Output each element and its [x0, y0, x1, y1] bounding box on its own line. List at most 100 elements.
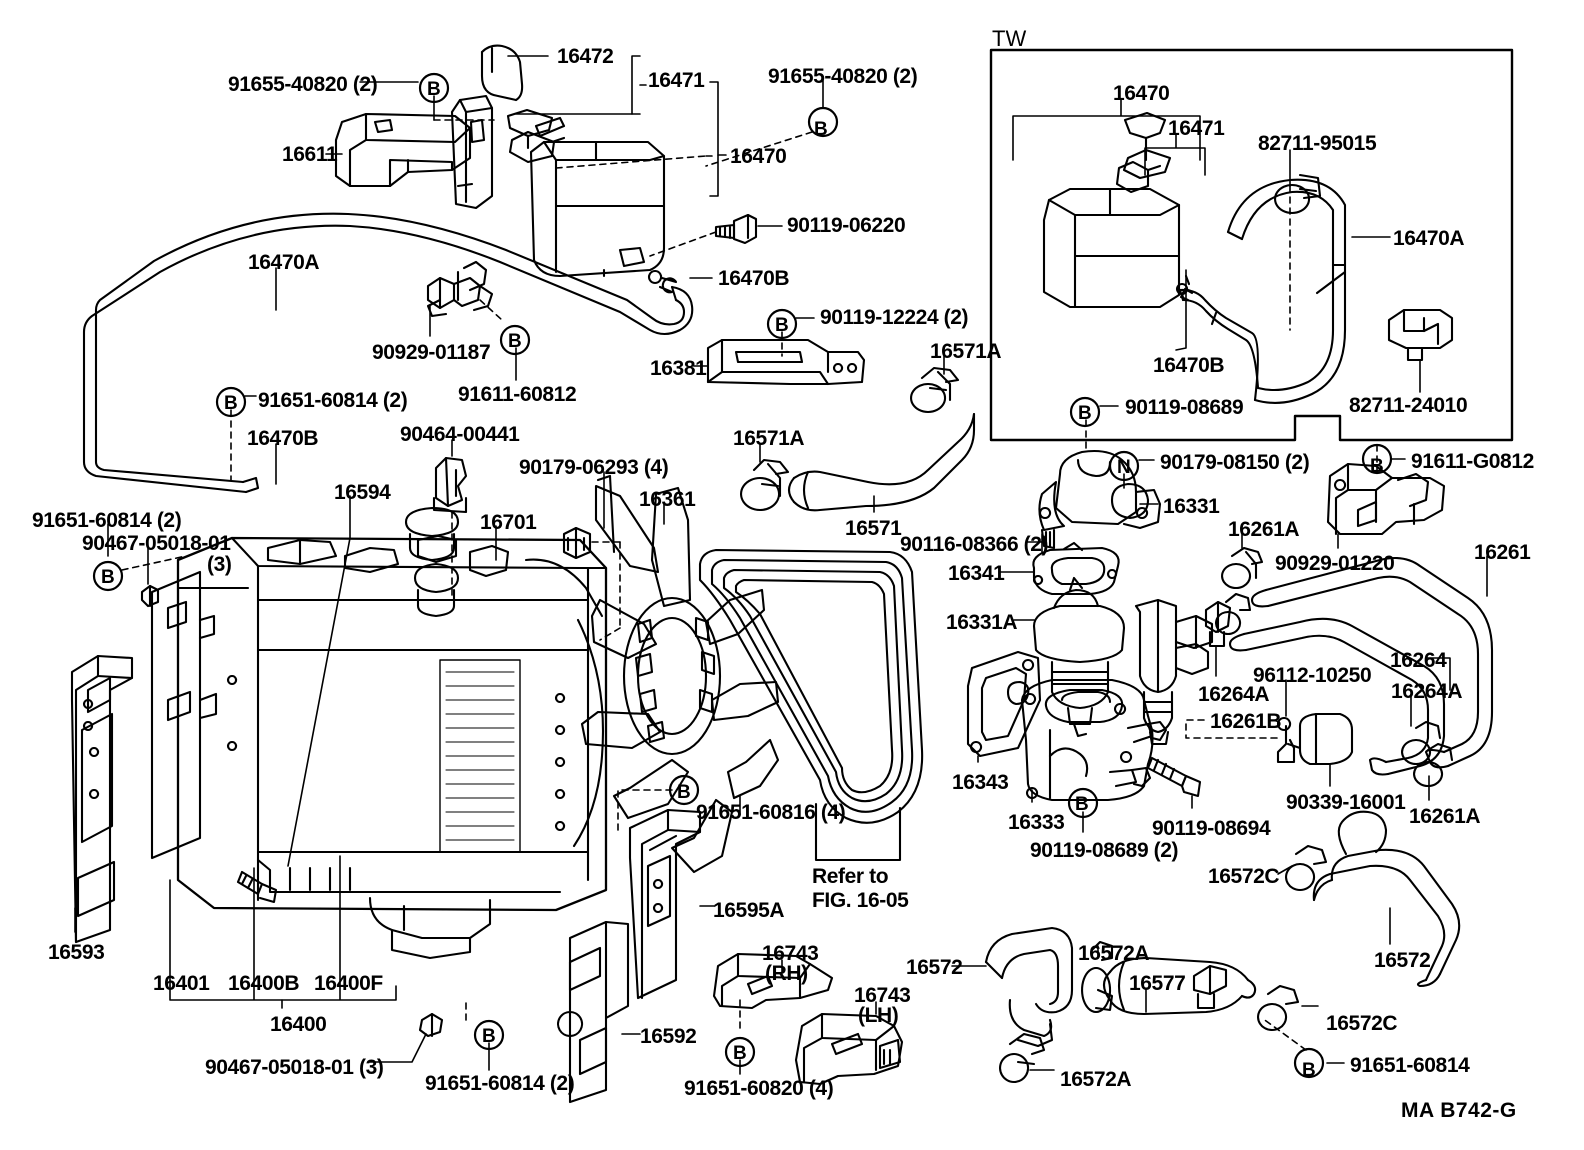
cooling-fan-16361 [580, 484, 780, 874]
part-label-16264a-left: 16264A [1198, 683, 1270, 706]
fan-belt [698, 548, 924, 862]
callout-bubble-b-7: B [677, 782, 691, 803]
radiator-side-support-16594 [150, 570, 218, 860]
hose-clamp-16571a-top [910, 366, 960, 414]
callout-bubble-b-8: B [1078, 403, 1092, 424]
inset-label-16470: 16470 [1113, 82, 1170, 105]
water-outlet-16331 [1038, 449, 1162, 550]
tw-reservoir-cap [1115, 111, 1172, 194]
hose-clip-90929-01187 [426, 260, 494, 318]
callout-bubble-b-9: B [1370, 456, 1384, 477]
inset-label-82711-24010: 82711-24010 [1349, 394, 1468, 417]
part-label-90116-08366: 90116-08366 (2) [900, 533, 1049, 556]
tw-hose-clamp-bracket [1387, 308, 1454, 362]
clip-16470b-tank [648, 269, 678, 294]
tw-inset-frame [989, 48, 1514, 442]
part-label-16472: 16472 [557, 45, 614, 68]
part-label-16400: 16400 [270, 1013, 327, 1036]
hose-support-bracket [1192, 964, 1228, 1010]
part-label-16577: 16577 [1129, 972, 1186, 995]
part-label-90119-08689-a: 90119-08689 [1125, 396, 1244, 419]
thermostat-16331a [1032, 576, 1126, 738]
inset-label-82711-95015: 82711-95015 [1258, 132, 1377, 155]
inset-label-16470a: 16470A [1393, 227, 1465, 250]
diagram-code: MA B742-G [1401, 1099, 1517, 1122]
part-label-16743-rh-side: (RH) [765, 962, 808, 985]
bracket-16592 [557, 920, 630, 1104]
part-label-16594: 16594 [334, 481, 391, 504]
part-label-90179-06293: 90179-06293 (4) [519, 456, 669, 479]
inset-tag-tw: TW [992, 26, 1027, 51]
gasket-16341 [1032, 541, 1120, 596]
lower-hose-16572-right [1312, 810, 1461, 988]
part-label-90119-06220: 90119-06220 [787, 214, 906, 237]
part-label-16261a-top: 16261A [1228, 518, 1300, 541]
part-label-16572a-bottom: 16572A [1060, 1068, 1132, 1091]
part-label-91651-60816: 91651-60816 (4) [696, 801, 846, 824]
part-label-16572a-top: 16572A [1078, 942, 1150, 965]
part-label-16595a: 16595A [713, 899, 785, 922]
part-label-16743-rh: 16743 [762, 942, 819, 965]
part-label-90929-01187: 90929-01187 [372, 341, 491, 364]
part-label-16343: 16343 [952, 771, 1009, 794]
refer-note-line2: FIG. 16-05 [812, 889, 909, 912]
callout-bubble-circles [92, 72, 1393, 1079]
radiator-core-16400 [176, 506, 608, 960]
refer-note-line1: Refer to [812, 865, 889, 888]
part-label-16381: 16381 [650, 357, 707, 380]
part-label-16571a-low: 16571A [733, 427, 805, 450]
hose-clamp-16261a-upper [1221, 546, 1264, 589]
clip-96112-10250 [1276, 716, 1302, 764]
part-label-96112-10250: 96112-10250 [1253, 664, 1372, 687]
inset-label-16470b: 16470B [1153, 354, 1225, 377]
part-label-16261b: 16261B [1210, 710, 1282, 733]
bypass-pipe-16261b [1134, 598, 1214, 746]
hose-clamp-16572c-bottom [1257, 984, 1300, 1031]
part-label-16261: 16261 [1474, 541, 1531, 564]
part-label-16470b: 16470B [718, 267, 790, 290]
callout-bubble-b-1: B [427, 79, 441, 100]
part-label-16261a-bottom: 16261A [1409, 805, 1481, 828]
fan-shroud [524, 474, 616, 848]
part-label-91611-g0812: 91611-G0812 [1411, 450, 1534, 473]
part-label-90467-05018-01-b: 90467-05018-01 (3) [205, 1056, 384, 1079]
callout-bubble-b-5: B [224, 393, 238, 414]
coolant-hose-16470a [82, 212, 694, 494]
part-label-16572c-top: 16572C [1208, 865, 1280, 888]
part-label-16361: 16361 [639, 488, 696, 511]
bracket-16593 [70, 654, 134, 944]
callout-bubble-b-11: B [482, 1026, 496, 1047]
callout-bubble-b-13: B [1302, 1060, 1316, 1081]
part-label-16471: 16471 [648, 69, 705, 92]
screw-lower-left [236, 870, 278, 904]
radiator-hose-16571 [787, 412, 976, 512]
heater-hose-16264 [1228, 617, 1446, 776]
part-label-90119-08694: 90119-08694 [1152, 817, 1271, 840]
part-label-16470: 16470 [730, 145, 787, 168]
part-label-90119-08689-b: 90119-08689 (2) [1030, 839, 1179, 862]
grommet-90179-06293 [562, 526, 592, 560]
part-label-16572c-bottom: 16572C [1326, 1012, 1398, 1035]
part-label-91655-40820: 91655-40820 (2) [228, 73, 378, 96]
bracket-90929-01220 [1326, 462, 1446, 536]
hose-clamp-16571a-low [740, 458, 790, 511]
part-label-91651-60820: 91651-60820 (4) [684, 1077, 834, 1100]
bolt-90119-06220 [714, 213, 758, 245]
part-label-16400b: 16400B [228, 972, 300, 995]
part-label-16611: 16611 [282, 143, 338, 166]
tw-reservoir-tank [1042, 187, 1181, 309]
part-label-16743-lh: 16743 [854, 984, 911, 1007]
callout-bubble-b-6: B [101, 567, 115, 588]
heater-hose-16261 [1250, 556, 1494, 769]
part-label-90467-05018-01-a: 90467-05018-01 [82, 532, 231, 555]
hose-16472 [480, 44, 524, 102]
part-label-16701: 16701 [480, 511, 537, 534]
bracket-16595a [628, 808, 702, 1000]
bracket-16743-rh [712, 952, 834, 1010]
gasket-16343 [966, 650, 1042, 758]
callout-bubble-b-2: B [814, 119, 828, 140]
part-label-90929-01220: 90929-01220 [1275, 552, 1395, 575]
callout-bubble-b-12: B [733, 1043, 747, 1064]
hose-clamp-16264a-right [1401, 720, 1454, 787]
